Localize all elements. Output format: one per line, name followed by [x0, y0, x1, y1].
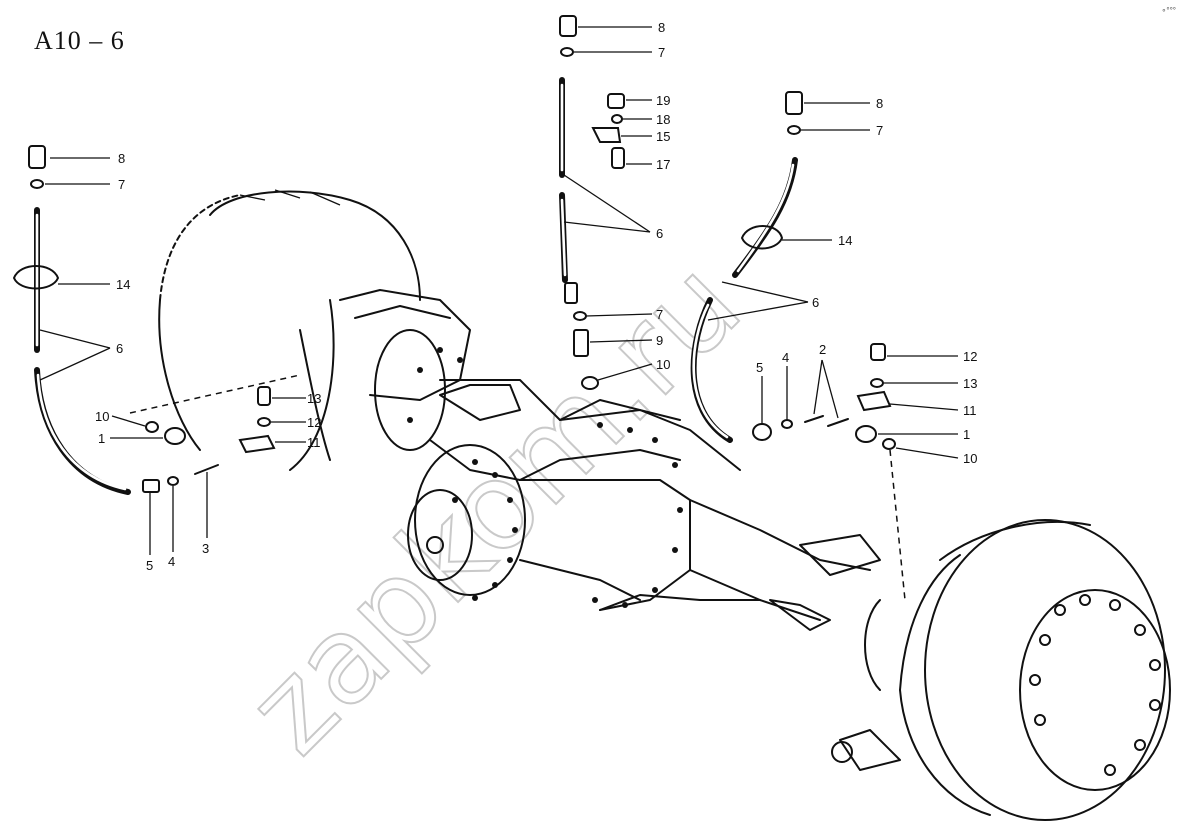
callout-c30: 12 — [887, 349, 977, 364]
callout-c1: 8 — [50, 151, 125, 166]
callout-c18: 17 — [626, 157, 670, 172]
callout-c24: 7 — [800, 123, 883, 138]
svg-text:6: 6 — [116, 341, 123, 356]
callout-c34: 10 — [895, 447, 977, 466]
callout-c28: 4 — [782, 350, 789, 420]
svg-text:4: 4 — [782, 350, 789, 365]
callout-c23: 8 — [804, 96, 883, 111]
svg-text:18: 18 — [656, 112, 670, 127]
callout-c25: 14 — [782, 233, 852, 248]
callout-c3: 14 — [58, 277, 130, 292]
callout-c14: 7 — [574, 45, 665, 60]
watermark-text: zapkom.ru — [222, 235, 767, 780]
svg-text:4: 4 — [168, 554, 175, 569]
axle-housing — [339, 289, 881, 621]
callout-c10: 13 — [272, 391, 321, 406]
callout-c13: 8 — [578, 20, 665, 35]
svg-text:8: 8 — [658, 20, 665, 35]
svg-text:6: 6 — [656, 226, 663, 241]
svg-text:13: 13 — [963, 376, 977, 391]
svg-text:9: 9 — [656, 333, 663, 348]
svg-text:7: 7 — [118, 177, 125, 192]
svg-text:12: 12 — [963, 349, 977, 364]
callout-c19: 6 — [563, 174, 663, 241]
callout-c21: 9 — [589, 333, 663, 348]
svg-text:10: 10 — [656, 357, 670, 372]
corner-mark: ∘°°° — [1161, 6, 1176, 15]
svg-text:13: 13 — [307, 391, 321, 406]
svg-text:15: 15 — [656, 129, 670, 144]
svg-text:8: 8 — [876, 96, 883, 111]
svg-text:11: 11 — [963, 403, 977, 418]
callouts: 8 7 14 6 10 1 5 4 3 13 12 11 8 7 19 18 1… — [39, 20, 977, 573]
svg-text:7: 7 — [658, 45, 665, 60]
svg-text:7: 7 — [656, 307, 663, 322]
sheet-code: A10 – 6 — [34, 26, 125, 55]
callout-c15: 19 — [626, 93, 670, 108]
callout-c31: 13 — [884, 376, 977, 391]
svg-text:10: 10 — [95, 409, 109, 424]
callout-c9: 3 — [202, 472, 209, 556]
svg-text:12: 12 — [307, 415, 321, 430]
left-brake-drum — [158, 189, 421, 471]
svg-text:11: 11 — [307, 435, 321, 450]
right-drum-bolts — [1029, 594, 1161, 776]
svg-text:5: 5 — [146, 558, 153, 573]
callout-c6: 1 — [98, 431, 163, 446]
svg-text:5: 5 — [756, 360, 763, 375]
callout-c8: 4 — [168, 486, 175, 569]
callout-c16: 18 — [623, 112, 670, 127]
diff-bolts — [407, 347, 683, 608]
svg-text:1: 1 — [98, 431, 105, 446]
svg-text:6: 6 — [812, 295, 819, 310]
callout-c4: 6 — [39, 329, 123, 381]
right-brake-drum — [769, 519, 1171, 821]
svg-text:19: 19 — [656, 93, 670, 108]
svg-text:7: 7 — [876, 123, 883, 138]
svg-text:17: 17 — [656, 157, 670, 172]
svg-text:14: 14 — [116, 277, 130, 292]
svg-text:14: 14 — [838, 233, 852, 248]
callout-c12: 11 — [275, 435, 321, 450]
callout-c7: 5 — [146, 493, 153, 573]
callout-c27: 5 — [756, 360, 763, 424]
center-hose-assembly — [559, 15, 625, 390]
svg-text:3: 3 — [202, 541, 209, 556]
callout-c5: 10 — [95, 409, 146, 427]
callout-c11: 12 — [271, 415, 321, 430]
svg-text:1: 1 — [963, 427, 970, 442]
callout-c33: 1 — [878, 427, 970, 442]
callout-c26: 6 — [707, 281, 819, 321]
callout-c17: 15 — [621, 129, 670, 144]
callout-c20: 7 — [585, 307, 663, 322]
svg-text:10: 10 — [963, 451, 977, 466]
callout-c22: 10 — [597, 357, 670, 381]
callout-c2: 7 — [45, 177, 125, 192]
svg-text:2: 2 — [819, 342, 826, 357]
callout-c29: 2 — [813, 342, 839, 419]
callout-c32: 11 — [889, 403, 977, 418]
left-hose-assembly — [13, 145, 301, 495]
svg-text:8: 8 — [118, 151, 125, 166]
